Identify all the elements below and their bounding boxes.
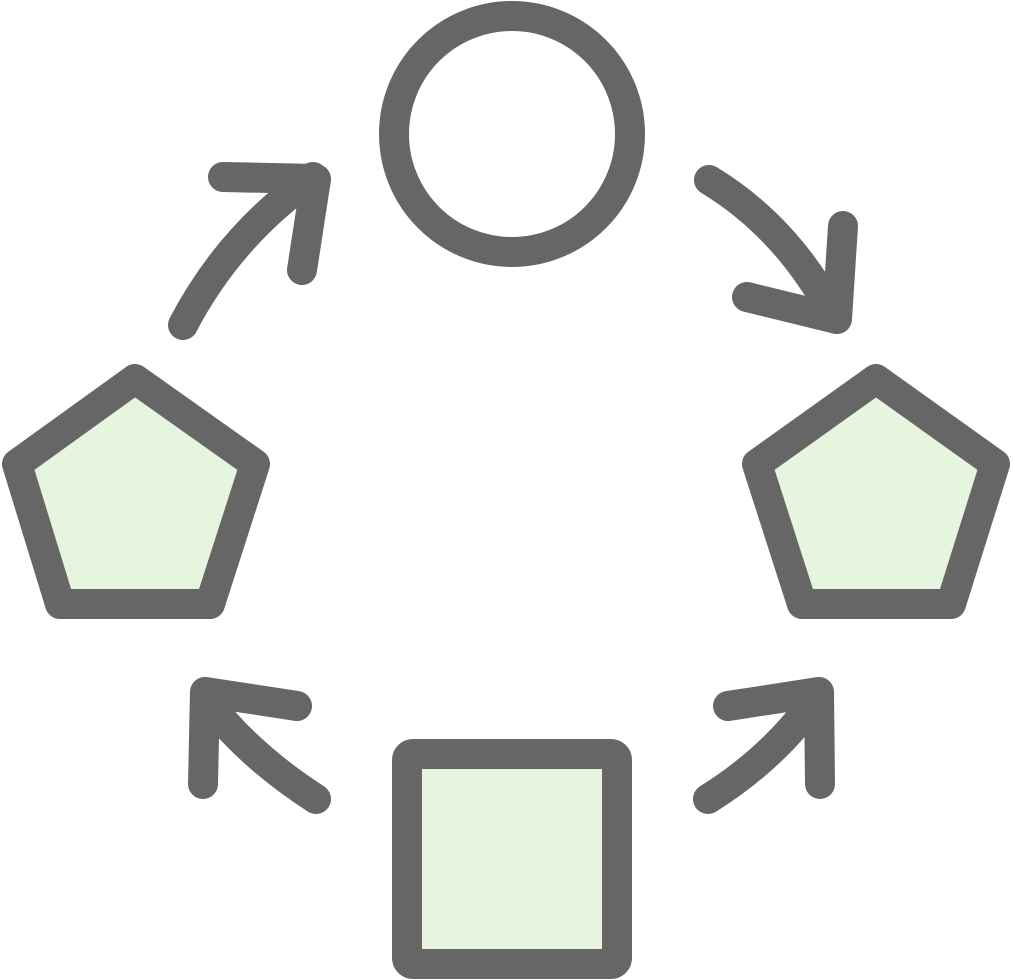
arrowhead (713, 677, 835, 799)
arrow-left-to-top (168, 162, 331, 340)
node-circle-top (379, 1, 645, 267)
node-square-bottom (392, 739, 632, 979)
arrowhead (732, 211, 858, 334)
arrow-bottom-to-right (693, 677, 835, 814)
arrow-shaft (694, 165, 847, 327)
arrowhead (188, 677, 312, 799)
arrowhead (208, 162, 331, 285)
arrow-top-to-right (694, 165, 858, 334)
arrow-bottom-to-left (188, 677, 331, 814)
node-pentagon-right (742, 364, 1010, 619)
node-pentagon-left (2, 364, 270, 619)
